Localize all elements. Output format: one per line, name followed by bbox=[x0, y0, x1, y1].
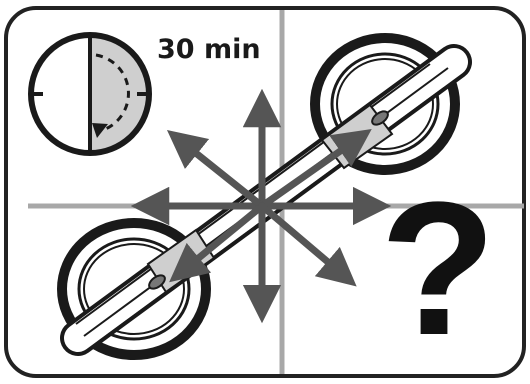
question-mark: ? bbox=[380, 163, 496, 375]
timer-label: 30 min bbox=[157, 34, 261, 65]
